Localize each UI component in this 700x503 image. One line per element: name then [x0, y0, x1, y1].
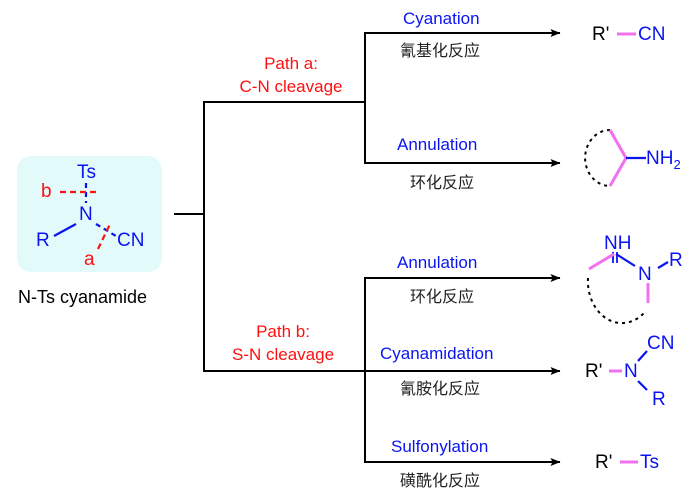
product5-r: R'	[595, 452, 613, 473]
cleavage-b-label: b	[41, 181, 52, 202]
bond-r-n	[53, 223, 77, 237]
reaction-annulation-b-en: Annulation	[397, 253, 478, 272]
product1-cn: CN	[638, 24, 666, 45]
cleavage-a-label: a	[84, 249, 95, 270]
product-cyclic-amine	[584, 129, 646, 187]
product4-r: R	[652, 389, 666, 410]
path-a-label-2: C-N cleavage	[239, 77, 343, 96]
atom-ts: Ts	[77, 162, 96, 183]
product-cyanamide	[609, 350, 648, 391]
cleavage-a-line	[97, 221, 112, 250]
reaction-annulation-a-en: Annulation	[397, 135, 478, 154]
product4-n: N	[624, 361, 638, 382]
reaction-cyanation-en: Cyanation	[403, 9, 480, 28]
atom-n: N	[79, 204, 93, 225]
path-b-label-1: Path b:	[256, 322, 310, 341]
product4-cn: CN	[647, 333, 675, 354]
path-a-label-1: Path a:	[264, 54, 318, 73]
reaction-cyanation-cn: 氰基化反应	[400, 41, 481, 60]
substrate-caption: N-Ts cyanamide	[18, 287, 148, 307]
reaction-sulfonylation-en: Sulfonylation	[391, 437, 489, 456]
reaction-annulation-a-cn: 环化反应	[410, 173, 475, 192]
atom-cn: CN	[117, 230, 145, 251]
reaction-cyanamidation-cn: 氰胺化反应	[400, 379, 481, 398]
product1-r: R'	[592, 24, 610, 45]
reaction-sulfonylation-cn: 磺酰化反应	[400, 471, 481, 490]
reaction-annulation-b-cn: 环化反应	[410, 287, 475, 306]
product-cyclic-amidine	[586, 252, 669, 325]
product3-n: N	[638, 264, 652, 285]
path-b-label-2: S-N cleavage	[231, 345, 335, 364]
atom-r: R	[36, 230, 50, 251]
product4-r-prime: R'	[585, 361, 603, 382]
product3-nh: NH	[604, 233, 632, 254]
substrate-box	[17, 156, 162, 272]
product5-ts: Ts	[640, 452, 659, 473]
product3-r: R	[669, 250, 683, 271]
reaction-cyanamidation-en: Cyanamidation	[380, 344, 494, 363]
substrate-structure	[53, 183, 117, 250]
product2-nh2: NH2	[646, 148, 681, 172]
